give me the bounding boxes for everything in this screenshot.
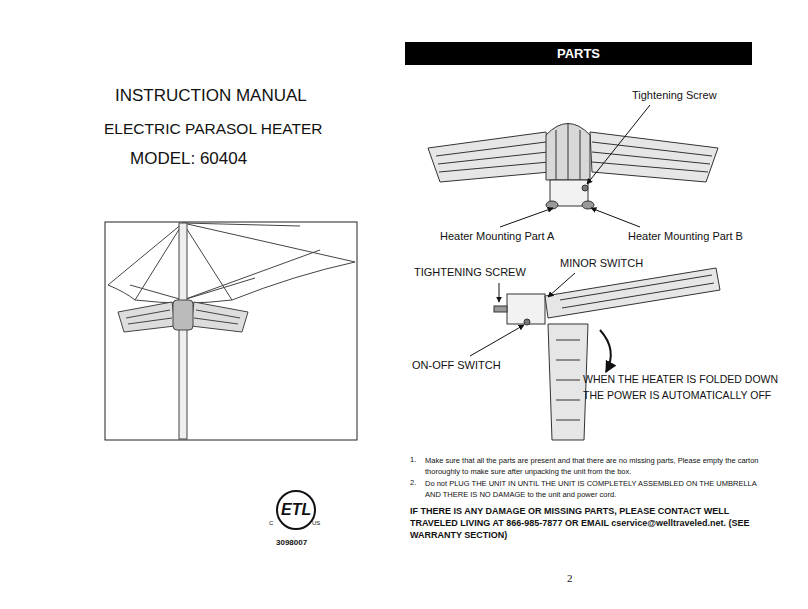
heater-folded-picture — [494, 268, 720, 440]
logo-text: US — [312, 520, 320, 527]
part-name: Heater Mounting Part A — [440, 230, 554, 243]
instruction-text: Do not PLUG THE UNIT IN UNTIL THE UNIT I… — [425, 478, 770, 501]
list-number: 2. — [410, 478, 416, 487]
list-number: 1. — [410, 455, 416, 464]
section-header-bar: PARTS — [405, 42, 752, 65]
instruction-text: Make sure that all the parts are present… — [425, 455, 770, 478]
logo-text: ETL — [281, 500, 311, 519]
contact-text: IF THERE IS ANY DAMAGE OR MISSING PARTS,… — [410, 505, 772, 541]
heading: INSTRUCTION MANUAL — [115, 86, 307, 106]
part-name: Tightening Screw — [632, 89, 717, 102]
logo-text: C — [269, 520, 273, 527]
section-header: PARTS — [557, 46, 600, 61]
note: WHEN THE HEATER IS FOLDED DOWN THE POWER… — [583, 372, 789, 404]
part-name: Heater Mounting Part B — [628, 230, 743, 243]
product-name: ELECTRIC PARASOL HEATER — [104, 120, 322, 139]
part-name: TIGHTENING SCREW — [414, 266, 526, 279]
model-number: MODEL: 60404 — [130, 149, 247, 169]
page-number: 2 — [567, 572, 573, 585]
part-name: MINOR SWITCH — [560, 257, 643, 270]
etl-logo — [277, 491, 315, 529]
umbrella-picture — [105, 222, 357, 440]
certificate-number: 3098007 — [276, 538, 307, 548]
heater-picture — [428, 124, 718, 210]
part-name: ON-OFF SWITCH — [412, 359, 501, 372]
